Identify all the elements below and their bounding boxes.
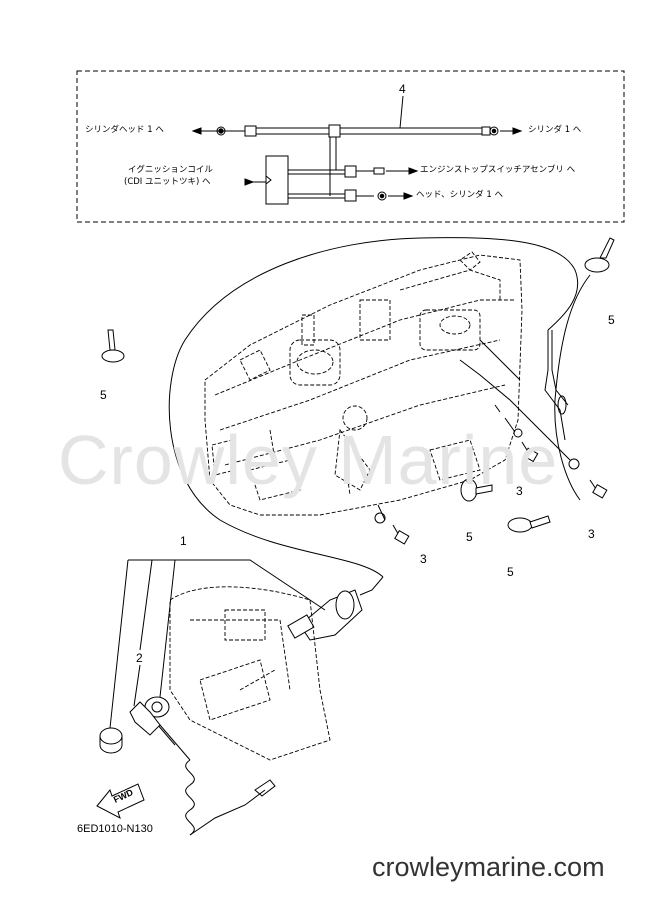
website-footer: crowleymarine.com [372, 852, 605, 882]
part-code: 6ED1010-N130 [77, 823, 153, 835]
wiring-arrows [191, 127, 523, 200]
label-cylinder-1: シリンダ 1 へ [528, 125, 582, 135]
cable-clamps [101, 237, 615, 533]
callout-3: 3 [420, 552, 427, 566]
watermark: Crowley Marine [58, 421, 559, 499]
label-head-cylinder-1: ヘッド、シリンダ 1 へ [416, 190, 503, 200]
fwd-arrow [96, 783, 145, 820]
callout-2: 2 [136, 651, 143, 665]
label-ignition-coil-line2: (CDI ユニットツキ) へ [124, 177, 211, 187]
callout-3: 3 [588, 527, 595, 541]
callout-leaders [109, 559, 326, 729]
bolts [374, 404, 608, 545]
callout-5: 5 [608, 313, 615, 327]
callout-5: 5 [507, 565, 514, 579]
callout-4: 4 [399, 82, 406, 96]
engine-block [204, 251, 523, 516]
label-cylinder-head-1: シリンダヘッド 1 へ [85, 125, 164, 135]
callout-1: 1 [180, 534, 187, 548]
wiring-inset-box [76, 70, 625, 223]
lower-cowling [169, 586, 331, 761]
callout-3: 3 [516, 484, 523, 498]
callout-5: 5 [100, 388, 107, 402]
wiring-harness [212, 95, 499, 205]
lead-wire [554, 274, 591, 501]
callout-5: 5 [466, 530, 473, 544]
label-ignition-coil-line1: イグニッションコイル [128, 165, 213, 175]
cable-loop [168, 237, 579, 578]
label-engine-stop-switch: エンジンストップスイッチアセンブリ へ [420, 165, 576, 175]
cylinder-leads [459, 330, 580, 470]
stop-switch-assembly [99, 576, 384, 836]
